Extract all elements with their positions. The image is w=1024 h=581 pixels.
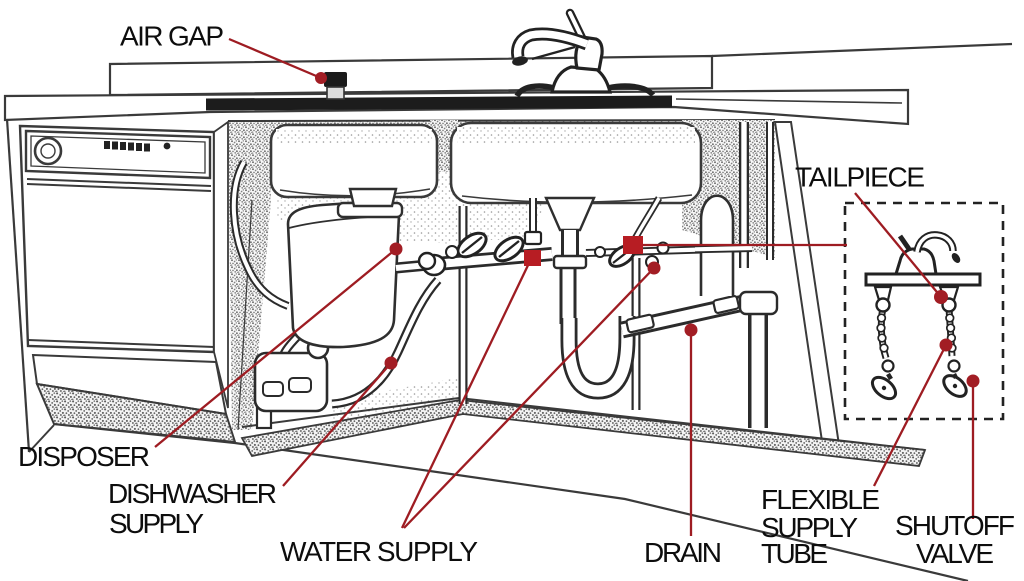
svg-text:SUPPLY: SUPPLY bbox=[761, 512, 858, 543]
svg-text:TUBE: TUBE bbox=[761, 538, 828, 569]
svg-text:SUPPLY: SUPPLY bbox=[109, 508, 204, 539]
svg-text:AIR GAP: AIR GAP bbox=[120, 21, 224, 52]
svg-text:WATER SUPPLY: WATER SUPPLY bbox=[280, 536, 478, 567]
svg-text:VALVE: VALVE bbox=[916, 538, 994, 569]
svg-text:DISPOSER: DISPOSER bbox=[18, 441, 150, 472]
svg-text:SHUTOFF: SHUTOFF bbox=[895, 510, 1015, 541]
svg-text:DISHWASHER: DISHWASHER bbox=[108, 478, 277, 509]
svg-text:FLEXIBLE: FLEXIBLE bbox=[761, 484, 880, 515]
svg-text:TAILPIECE: TAILPIECE bbox=[795, 162, 925, 193]
svg-text:DRAIN: DRAIN bbox=[644, 537, 722, 568]
